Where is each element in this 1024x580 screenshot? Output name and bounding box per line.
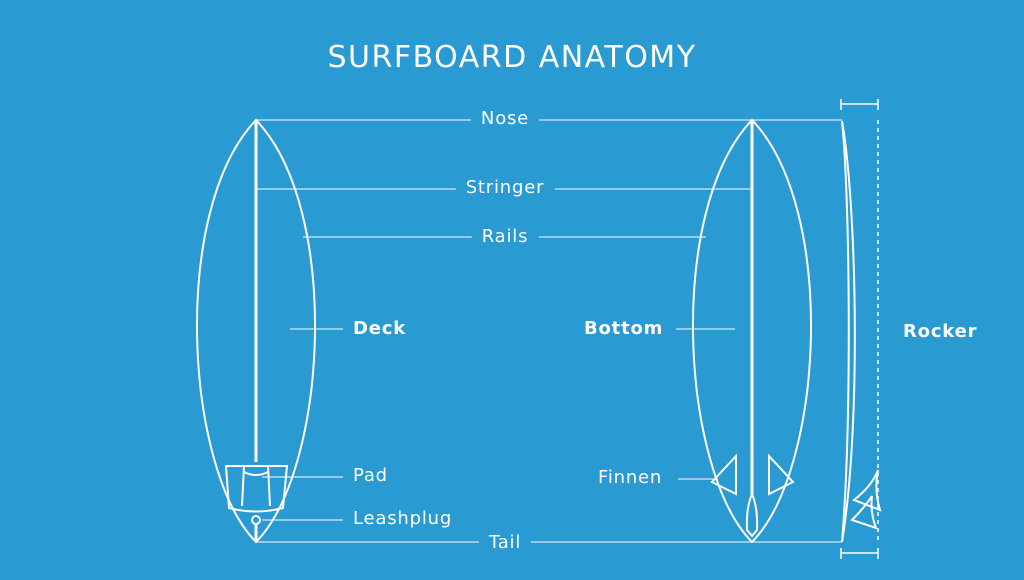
rocker-outline: [842, 121, 855, 542]
bottom-label: Bottom: [574, 318, 674, 340]
page-title: SURFBOARD ANATOMY: [327, 40, 697, 75]
left-side-fin: [712, 456, 736, 494]
leashplug-dot: [252, 516, 260, 524]
pad-center-lines: [242, 466, 270, 506]
leashplug-label: Leashplug: [343, 508, 463, 530]
rocker-fin-2: [852, 496, 876, 528]
tail-label: Tail: [478, 532, 532, 554]
deck-label: Deck: [343, 318, 416, 340]
nose-label: Nose: [470, 108, 540, 130]
traction-pad: [226, 466, 287, 512]
rails-label: Rails: [471, 226, 539, 248]
rocker-label: Rocker: [893, 321, 988, 343]
stringer-label: Stringer: [455, 177, 555, 199]
right-side-fin: [769, 456, 793, 494]
pad-label: Pad: [343, 465, 398, 487]
center-fin: [747, 494, 757, 536]
rocker-fin-1: [854, 470, 880, 510]
finnen-label: Finnen: [588, 467, 673, 489]
